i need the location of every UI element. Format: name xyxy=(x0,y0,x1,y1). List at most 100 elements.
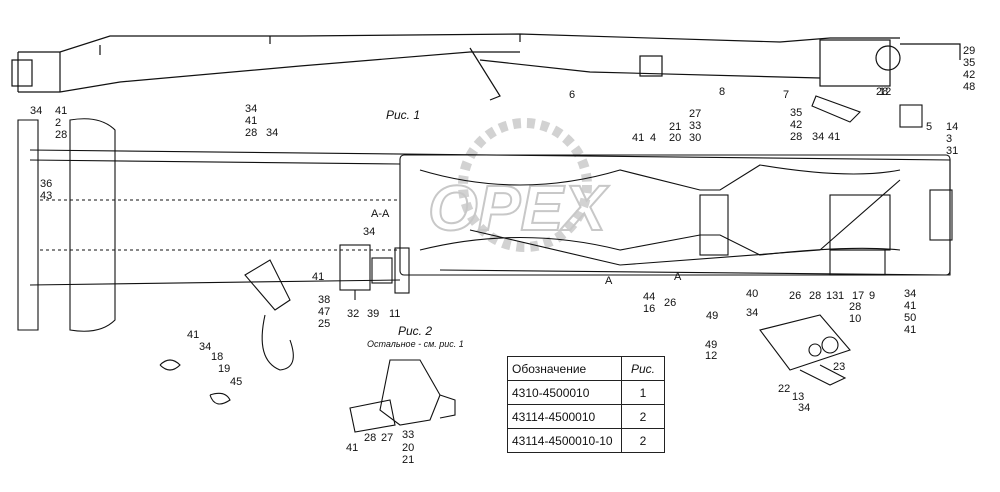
callout-number: 28 xyxy=(55,129,67,141)
callout-number: 34 xyxy=(746,307,758,319)
callout-number: 28 xyxy=(790,131,802,143)
callout-number: 32 xyxy=(347,308,359,320)
section-a-a-detail xyxy=(339,244,410,300)
callout-number: 17 xyxy=(852,290,864,302)
callout-number: 21 xyxy=(669,121,681,133)
callout-number: 41 xyxy=(828,131,840,143)
callout-number: 34 xyxy=(199,341,211,353)
callout-number: 26 xyxy=(789,290,801,302)
callout-number: 41 xyxy=(904,324,916,336)
table-header-figure: Рис. xyxy=(621,356,665,381)
callout-number: 42 xyxy=(790,119,802,131)
callout-number: 10 xyxy=(849,313,861,325)
table-row: 4310-4500010 1 xyxy=(507,380,665,405)
callout-number: 44 xyxy=(643,291,655,303)
figure-2-bracket-detail xyxy=(349,359,456,433)
callout-number: 41 xyxy=(245,115,257,127)
callout-number: 11 xyxy=(389,308,400,320)
callout-number: 3 xyxy=(946,133,952,145)
callout-number: 27 xyxy=(381,432,393,444)
callout-number: 34 xyxy=(798,402,810,414)
table-header-designation: Обозначение xyxy=(507,356,622,381)
callout-number: 45 xyxy=(230,376,242,388)
callout-number: 35 xyxy=(0,0,12,3)
callout-number: 28 xyxy=(849,301,861,313)
callout-number: 40 xyxy=(746,288,758,300)
callout-number: 33 xyxy=(402,429,414,441)
table-row: 43114-4500010-10 2 xyxy=(507,428,665,453)
callout-number: 14 xyxy=(946,121,958,133)
callout-number: 12 xyxy=(705,350,717,362)
callout-number: 34 xyxy=(266,127,278,139)
callout-number: 12 xyxy=(879,86,891,98)
callout-number: 34 xyxy=(904,288,916,300)
callout-number: 26 xyxy=(664,297,676,309)
callout-number: 34 xyxy=(245,103,257,115)
winch-detail xyxy=(759,95,923,386)
figure-1-caption: Рис. 1 xyxy=(386,108,420,122)
callout-number: 30 xyxy=(689,132,701,144)
table-row: 43114-4500010 2 xyxy=(507,404,665,429)
callout-number: 41 xyxy=(55,105,67,117)
callout-number: 30 xyxy=(0,0,12,3)
callout-number: 41 xyxy=(312,271,324,283)
callout-number: 20 xyxy=(402,442,414,454)
table-header-row: Обозначение Рис. xyxy=(507,356,665,381)
callout-number: 35 xyxy=(963,57,975,69)
callout-number: 34 xyxy=(30,105,42,117)
callout-number: 19 xyxy=(218,363,230,375)
callout-number: 34 xyxy=(363,226,375,238)
callout-number: 9 xyxy=(869,290,875,302)
callout-number: 13 xyxy=(792,391,804,403)
callout-number: 36 xyxy=(40,178,52,190)
callout-number: 18 xyxy=(211,351,223,363)
callout-number: 28 xyxy=(809,290,821,302)
table-cell-figure: 2 xyxy=(621,428,665,453)
callout-number: 41 xyxy=(346,442,358,454)
table-cell-figure: 2 xyxy=(621,404,665,429)
callout-number: 41 xyxy=(904,300,916,312)
callout-number: 42 xyxy=(963,69,975,81)
callout-number: 20 xyxy=(669,132,681,144)
callout-number: 5 xyxy=(926,121,932,133)
callout-number: 47 xyxy=(318,306,330,318)
figure-2-caption: Рис. 2 xyxy=(398,324,432,338)
chassis-frame xyxy=(17,118,953,332)
figure-2-hook-detail xyxy=(159,259,294,405)
table-cell-designation: 4310-4500010 xyxy=(507,380,622,405)
callout-number: 23 xyxy=(833,361,845,373)
callout-number: 31 xyxy=(946,145,958,157)
callout-number: 6 xyxy=(569,89,575,101)
callout-number: 49 xyxy=(705,339,717,351)
callout-number: 29 xyxy=(963,45,975,57)
table-cell-designation: 43114-4500010 xyxy=(507,404,622,429)
table-cell-figure: 1 xyxy=(621,380,665,405)
callout-number: 39 xyxy=(367,308,379,320)
designation-table: Обозначение Рис. 4310-4500010 1 43114-45… xyxy=(507,356,665,453)
callout-number: 16 xyxy=(643,303,655,315)
callout-number: 28 xyxy=(876,86,888,98)
section-label: А-А xyxy=(371,208,390,220)
callout-number: 25 xyxy=(318,318,330,330)
callout-number: 43 xyxy=(40,190,52,202)
callout-number: 28 xyxy=(245,127,257,139)
section-mark-left: А xyxy=(605,275,613,287)
callout-number: 2 xyxy=(55,117,61,129)
callout-number: 28 xyxy=(364,432,376,444)
table-cell-designation: 43114-4500010-10 xyxy=(507,428,622,453)
watermark-text: OPEX xyxy=(428,172,609,244)
callout-number: 41 xyxy=(632,132,644,144)
callout-number: 38 xyxy=(318,294,330,306)
callout-number: 35 xyxy=(790,107,802,119)
callout-number: 4 xyxy=(650,132,656,144)
top-cable-assembly xyxy=(11,33,961,101)
callout-number: 49 xyxy=(706,310,718,322)
callout-number: 7 xyxy=(783,89,789,101)
callout-number: 21 xyxy=(402,454,414,466)
callout-number: 48 xyxy=(963,81,975,93)
callout-number: 27 xyxy=(689,108,701,120)
callout-number: 1 xyxy=(838,290,844,302)
